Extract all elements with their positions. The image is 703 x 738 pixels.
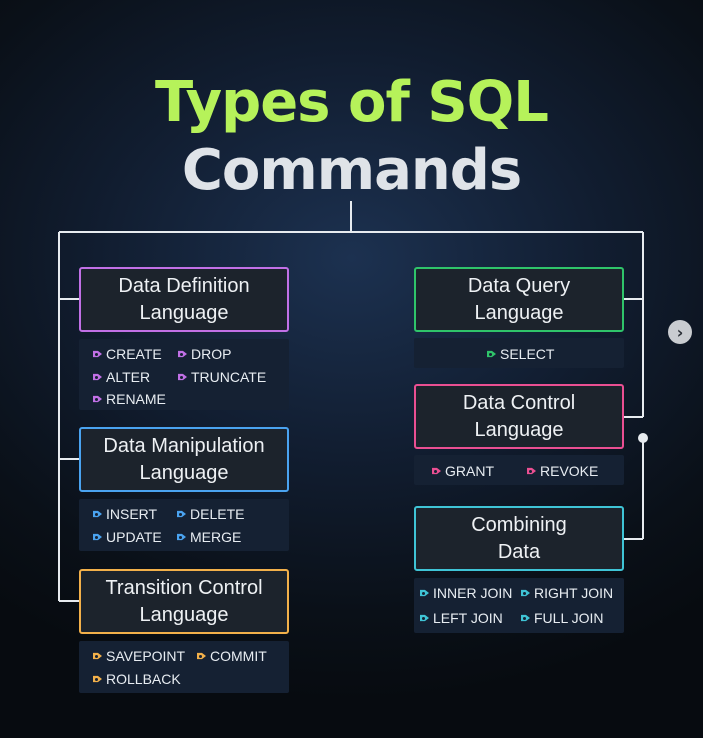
category-dcl-label-2: Language [474,418,564,441]
arrow-icon [432,467,441,475]
command-list-dml: INSERT DELETE UPDATE MERGE [79,499,289,551]
command-list-tcl: SAVEPOINT COMMIT ROLLBACK [79,641,289,693]
title-line-2: Commands [181,138,522,203]
command-chip: COMMIT [197,648,267,664]
category-ddl-label-1: Data Definition [118,274,250,297]
command-chip: RIGHT JOIN [521,585,613,601]
category-dml-label-2: Language [139,461,229,484]
category-dcl-label-1: Data Control [462,391,576,414]
command-chip: MERGE [177,529,241,545]
arrow-icon [521,589,530,597]
arrow-icon [93,510,102,518]
command-chip: INSERT [93,506,157,522]
command-chip: DROP [178,346,231,362]
command-chip: TRUNCATE [178,369,266,385]
arrow-icon [420,589,429,597]
command-chip: LEFT JOIN [420,610,503,626]
command-chip: REVOKE [527,463,598,479]
command-chip: SELECT [487,346,554,362]
arrow-icon [487,350,496,358]
category-dml-label-1: Data Manipulation [103,434,265,457]
command-list-joins: INNER JOIN RIGHT JOIN LEFT JOIN FULL JOI… [414,578,624,633]
command-chip: ROLLBACK [93,671,181,687]
category-ddl-label-2: Language [139,301,229,324]
chevron-right-icon[interactable]: › [668,320,692,344]
arrow-icon [527,467,536,475]
command-chip: INNER JOIN [420,585,512,601]
arrow-icon [93,652,102,660]
category-tcl-label-2: Language [139,603,229,626]
category-combining-label-2: Data [497,540,541,563]
arrow-icon [93,373,102,381]
arrow-icon [420,614,429,622]
arrow-icon [93,350,102,358]
arrow-icon [178,350,187,358]
arrow-icon [93,395,102,403]
arrow-icon [177,533,186,541]
command-chip: DELETE [177,506,244,522]
category-combining-label-1: Combining [471,513,567,536]
arrow-icon [521,614,530,622]
command-chip: ALTER [93,369,150,385]
command-chip: UPDATE [93,529,162,545]
arrow-icon [177,510,186,518]
category-dql-label-2: Language [474,301,564,324]
title-line-1: Types of SQL [155,70,549,135]
command-chip: SAVEPOINT [93,648,185,664]
command-chip: CREATE [93,346,162,362]
command-chip: FULL JOIN [521,610,604,626]
category-tcl-label-1: Transition Control [105,576,263,599]
arrow-icon [178,373,187,381]
command-list-ddl: CREATE DROP ALTER TRUNCATE RENAME [79,339,289,410]
command-chip: GRANT [432,463,494,479]
command-chip: RENAME [93,391,166,407]
arrow-icon [93,533,102,541]
arrow-icon [197,652,206,660]
arrow-icon [93,675,102,683]
command-list-dql: SELECT [414,338,624,368]
category-dql-label-1: Data Query [467,274,571,297]
command-list-dcl: GRANT REVOKE [414,455,624,485]
